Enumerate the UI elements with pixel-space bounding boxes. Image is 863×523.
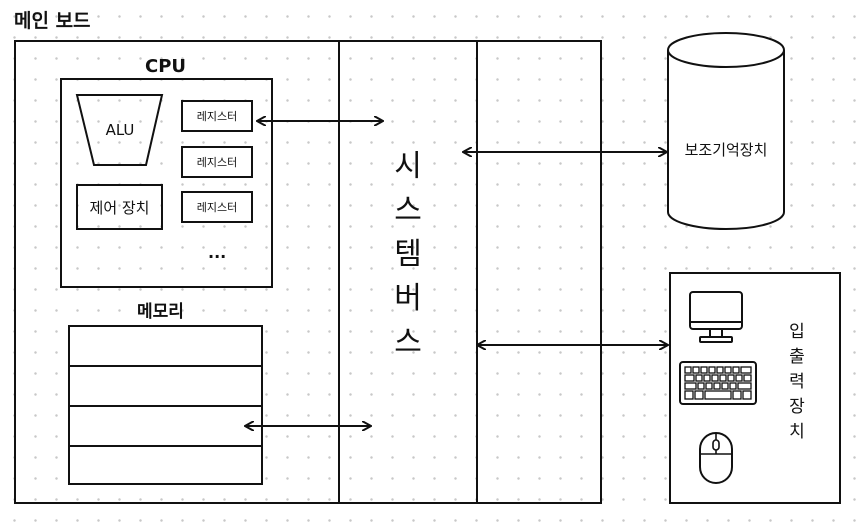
storage-label: 보조기억장치: [684, 140, 768, 159]
register: 레지스터: [181, 191, 253, 223]
memory-cell: [70, 407, 261, 447]
io-char: 력: [789, 372, 805, 392]
bus-char: 템: [394, 237, 422, 272]
bus-char: 시: [394, 149, 422, 184]
mainboard-title: 메인 보드: [14, 10, 91, 32]
bus-char: 스: [394, 325, 422, 360]
bus-char: 버: [394, 281, 422, 316]
system-bus-label: 시 스 템 버 스: [388, 152, 428, 358]
memory-cell: [70, 327, 261, 367]
bus-char: 스: [394, 193, 422, 228]
register: 레지스터: [181, 100, 253, 132]
memory-block: [68, 325, 263, 485]
io-char: 치: [789, 422, 805, 442]
memory-cell: [70, 447, 261, 485]
io-char: 입: [789, 322, 805, 342]
system-bus: [338, 40, 478, 504]
io-label: 입 출 력 장 치: [782, 324, 812, 441]
alu-label: ALU: [105, 121, 135, 139]
io-char: 장: [789, 397, 805, 417]
memory-cell: [70, 367, 261, 407]
register-ellipsis: ...: [208, 243, 227, 262]
io-box: [669, 272, 841, 504]
io-char: 출: [789, 347, 805, 367]
cpu-box: [60, 78, 273, 288]
memory-title: 메모리: [137, 302, 184, 322]
cpu-title: CPU: [145, 56, 187, 77]
mainboard-frame: [14, 40, 602, 504]
control-unit: 제어 장치: [76, 184, 163, 230]
register: 레지스터: [181, 146, 253, 178]
